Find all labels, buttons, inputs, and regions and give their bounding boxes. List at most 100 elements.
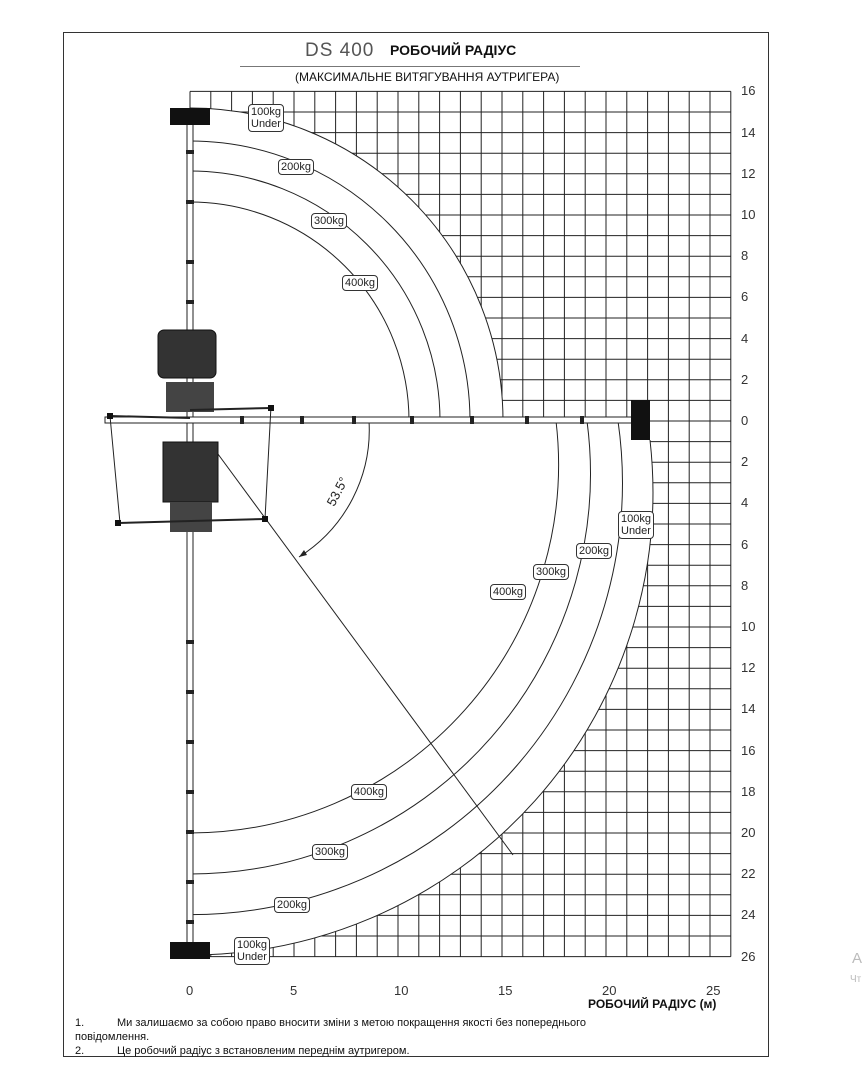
upper-label-300kg: 300kg [311,213,347,229]
crane-boom-vertical [186,111,194,956]
x-tick-label: 10 [394,983,409,998]
lower-load-arc-400kg [189,420,560,834]
diagram-frame [63,32,769,1057]
y-tick-label: 12 [741,165,756,181]
note-1-number: 1. [75,1017,85,1029]
watermark-line-2: Чт [850,974,862,985]
boom-joint [300,416,304,424]
boom-joint [186,640,194,644]
y-tick-label: 14 [741,701,756,717]
upper-load-arc-300kg [189,170,441,422]
y-tick-label: 8 [741,248,749,264]
label-weight: 100kg [251,106,281,118]
y-tick-label: 6 [741,536,749,552]
watermark-line-1: A [852,950,863,967]
side-label-300kg: 300kg [533,564,569,580]
note-1-continued: повідомлення. [75,1031,150,1043]
x-tick-label: 0 [186,983,194,998]
y-tick-label: 2 [741,371,749,387]
y-tick-label: 24 [741,907,756,923]
boom-joint [186,260,194,264]
x-tick-label: 20 [602,983,617,998]
y-tick-label: 2 [741,454,749,470]
boom-joint [470,416,474,424]
y-tick-label: 14 [741,124,756,140]
x-tick-label: 5 [290,983,298,998]
y-tick-label: 16 [741,742,756,758]
platform-basket-bottom [170,942,210,959]
angle-arrow-icon [299,550,307,557]
platform-basket-top [170,108,210,125]
boom-joint [186,740,194,744]
outrigger-pad [115,520,121,526]
truck-body [162,441,219,503]
boom-joint [186,830,194,834]
y-tick-label: 10 [741,207,756,222]
outrigger-front-left [109,415,191,419]
lower-label-300kg: 300kg [312,844,348,860]
x-axis-label: РОБОЧИЙ РАДІУС (м) [588,997,717,1011]
outrigger-rear [117,518,266,524]
boom-joint [186,200,194,204]
upper-load-arc-200kg [189,140,471,422]
lower-label-200kg: 200kg [274,897,310,913]
upper-working-zone [190,108,503,421]
y-tick-label: 22 [741,866,756,882]
note-1-text: Ми залишаємо за собою право вносити змін… [117,1017,587,1029]
platform-basket-right [631,400,650,440]
angle-dimension-arc [298,420,370,558]
title-underline [240,66,580,67]
side-label-400kg: 400kg [490,584,526,600]
lower-label-400kg: 400kg [351,784,387,800]
lower-working-zone [190,421,653,955]
boom-joint [186,790,194,794]
boom-joint [186,150,194,154]
label-under: Under [251,118,281,130]
y-tick-label: 26 [741,948,756,964]
diagram-subtitle: (МАКСИМАЛЬНЕ ВИТЯГУВАННЯ АУТРИГЕРА) [295,70,560,84]
label-under: Under [621,525,651,537]
boom-joint [186,300,194,304]
truck-rear [170,502,212,532]
boom-joint [186,690,194,694]
y-tick-label: 12 [741,660,756,676]
label-under: Under [237,951,267,963]
boom-joint [580,416,584,424]
y-tick-label: 4 [741,495,749,511]
y-tick-label: 6 [741,289,749,305]
truck-cab [157,329,217,379]
truck-chassis-front [166,382,214,412]
lower-load-arc-300kg [189,420,591,875]
upper-load-arc-400kg [189,201,410,422]
x-tick-label: 15 [498,983,513,998]
y-tick-label: 20 [741,825,756,840]
diagram-title: РОБОЧИЙ РАДІУС [390,42,517,58]
outrigger-front-right [189,407,272,411]
outrigger-pad [262,516,268,522]
note-2-text: Це робочий радіус з встановленим передні… [117,1045,410,1057]
y-tick-label: 16 [741,83,756,99]
note-2-number: 2. [75,1045,85,1057]
side-label-200kg: 200kg [576,543,612,559]
y-tick-label: 4 [741,330,749,346]
y-tick-label: 18 [741,783,756,799]
boom-joint [410,416,414,424]
y-tick-label: 0 [741,413,749,428]
outrigger-pad [107,413,113,419]
boom-joint [352,416,356,424]
boom-joint [240,416,244,424]
y-tick-label: 10 [741,619,756,634]
outrigger-pad [268,405,274,411]
upper-label-400kg: 400kg [342,275,378,291]
lower-load-arc-100kg [189,439,654,956]
y-tick-label: 8 [741,577,749,593]
label-weight: 100kg [237,939,267,951]
boom-joint [186,880,194,884]
label-weight: 100kg [621,513,651,525]
model-name: DS 400 [305,40,375,61]
boom-joint [525,416,529,424]
